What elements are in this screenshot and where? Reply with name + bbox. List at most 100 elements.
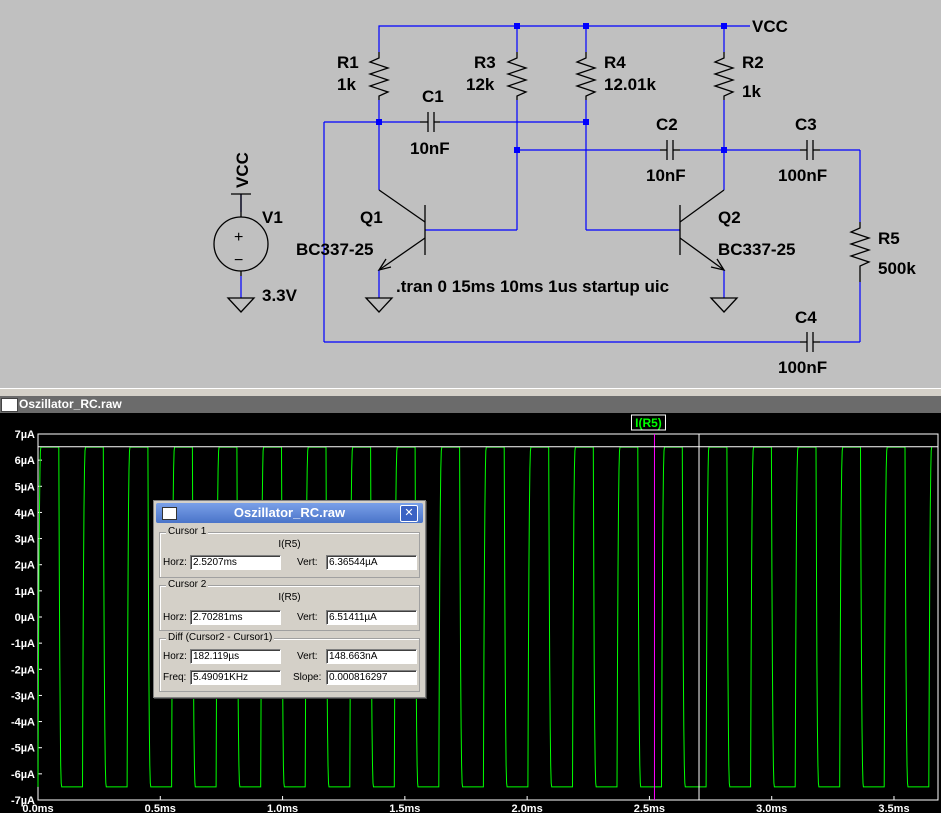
y-tick-label: -4µA xyxy=(11,717,35,729)
y-tick-label: -5µA xyxy=(11,743,35,755)
cursor1-vert-label: Vert: xyxy=(297,557,318,568)
v1-value: 3.3V xyxy=(262,286,298,305)
cursor-dialog-title: Oszillator_RC.raw xyxy=(233,505,346,520)
r1-value: 1k xyxy=(337,75,356,94)
c1-value: 10nF xyxy=(410,139,450,158)
q2-model: BC337-25 xyxy=(718,240,796,259)
junction-dots xyxy=(376,23,727,153)
r2-resistor xyxy=(712,52,736,100)
cursor2-horz-label: Horz: xyxy=(163,612,187,623)
r2-name: R2 xyxy=(742,53,764,72)
cursor2-vert-field[interactable]: 6.51411µA xyxy=(326,610,417,625)
diff-group: Diff (Cursor2 - Cursor1) Horz: 182.119µs… xyxy=(159,632,420,692)
c2-name: C2 xyxy=(656,115,678,134)
diff-legend: Diff (Cursor2 - Cursor1) xyxy=(166,632,275,644)
q2-name: Q2 xyxy=(718,208,741,227)
waveform-titlebar[interactable]: Oszillator_RC.raw xyxy=(0,396,941,413)
y-tick-label: 7µA xyxy=(15,429,35,441)
y-tick-label: 3µA xyxy=(15,534,35,546)
plot-frame xyxy=(37,433,939,801)
c1-name: C1 xyxy=(422,87,444,106)
waveform-window-title: Oszillator_RC.raw xyxy=(19,397,122,411)
r1-name: R1 xyxy=(337,53,359,72)
cursor2-group: Cursor 2 I(R5) Horz: 2.70281ms Vert: 6.5… xyxy=(159,579,420,631)
y-tick-label: 6µA xyxy=(15,455,35,467)
diff-freq-label: Freq: xyxy=(163,672,187,683)
trace-label-text: I(R5) xyxy=(635,416,662,430)
waveform-plot[interactable]: 7µA 6µA 5µA 4µA 3µA 2µA 1µA 0µA -1µA -2µA -3µA -4µA… xyxy=(0,413,941,813)
y-tick-label: -6µA xyxy=(11,769,35,781)
cursor1-group: Cursor 1 I(R5) Horz: 2.5207ms Vert: 6.36… xyxy=(159,526,420,578)
waveform-window-icon xyxy=(1,398,18,412)
y-tick-label: 4µA xyxy=(15,507,35,519)
cursor1-legend: Cursor 1 xyxy=(166,526,209,538)
cursor1-horz-label: Horz: xyxy=(163,557,187,568)
vcc-source-label: VCC xyxy=(233,152,252,188)
wires xyxy=(240,25,861,343)
x-tick-label: 3.5ms xyxy=(878,803,909,813)
cursor2-legend: Cursor 2 xyxy=(166,579,209,591)
c3-name: C3 xyxy=(795,115,817,134)
vcc-label: VCC xyxy=(752,17,788,36)
cursor1-trace: I(R5) xyxy=(278,539,301,550)
x-tick-label: 1.5ms xyxy=(389,803,420,813)
r5-resistor xyxy=(848,222,872,282)
r5-name: R5 xyxy=(878,229,900,248)
cursor2-vert-label: Vert: xyxy=(297,612,318,623)
q1-model: BC337-25 xyxy=(296,240,374,259)
dialog-app-icon xyxy=(162,507,177,520)
r3-name: R3 xyxy=(474,53,496,72)
r5-value: 500k xyxy=(878,259,916,278)
cursor1-vert-field[interactable]: 6.36544µA xyxy=(326,555,417,570)
diff-slope-field[interactable]: 0.000816297 xyxy=(326,670,417,685)
cursor1-horz-field[interactable]: 2.5207ms xyxy=(190,555,281,570)
y-tick-label: -2µA xyxy=(11,664,35,676)
trace-label[interactable]: I(R5) xyxy=(630,414,666,431)
diff-slope-label: Slope: xyxy=(293,672,322,683)
r4-resistor xyxy=(574,52,598,100)
diff-horz-field[interactable]: 182.119µs xyxy=(190,649,281,664)
c2-value: 10nF xyxy=(646,166,686,185)
c3-value: 100nF xyxy=(778,166,827,185)
waveform-viewer[interactable]: Oszillator_RC.raw 7µA 6µA 5µA 4µA 3µA 2µA 1µA 0… xyxy=(0,396,941,813)
x-tick-label: 1.0ms xyxy=(267,803,298,813)
cursor2-trace: I(R5) xyxy=(278,592,301,603)
y-tick-label: 5µA xyxy=(15,481,35,493)
x-tick-label: 2.0ms xyxy=(512,803,543,813)
x-tick-label: 0.0ms xyxy=(22,803,53,813)
schematic-editor[interactable]: VCC VCC R1 1k R3 12k R4 12.01k R2 1k C1 … xyxy=(0,0,941,390)
x-tick-label: 3.0ms xyxy=(756,803,787,813)
cursor2-horz-field[interactable]: 2.70281ms xyxy=(190,610,281,625)
y-tick-label: -1µA xyxy=(11,638,35,650)
r1-resistor xyxy=(367,52,391,100)
r3-value: 12k xyxy=(466,75,495,94)
x-tick-label: 0.5ms xyxy=(145,803,176,813)
y-tick-label: -3µA xyxy=(11,690,35,702)
cursor-dialog-titlebar[interactable]: Oszillator_RC.raw ✕ xyxy=(156,503,423,523)
y-tick-label: 1µA xyxy=(15,586,35,598)
diff-vert-field[interactable]: 148.663nA xyxy=(326,649,417,664)
v1-plus: + xyxy=(234,229,243,246)
close-icon[interactable]: ✕ xyxy=(400,505,418,522)
diff-horz-label: Horz: xyxy=(163,651,187,662)
diff-freq-field[interactable]: 5.49091KHz xyxy=(190,670,281,685)
cursor-dialog[interactable]: Oszillator_RC.raw ✕ Cursor 1 I(R5) Horz:… xyxy=(153,500,426,698)
spice-directive[interactable]: .tran 0 15ms 10ms 1us startup uic xyxy=(396,277,669,296)
x-tick-label: 2.5ms xyxy=(634,803,665,813)
schematic-canvas[interactable]: VCC VCC R1 1k R3 12k R4 12.01k R2 1k C1 … xyxy=(0,0,941,390)
components xyxy=(213,52,872,352)
v1-name: V1 xyxy=(262,208,283,227)
r3-resistor xyxy=(505,52,529,100)
v1-minus: − xyxy=(234,252,243,269)
r4-name: R4 xyxy=(604,53,626,72)
q1-name: Q1 xyxy=(360,208,383,227)
y-tick-label: 0µA xyxy=(15,612,35,624)
diff-vert-label: Vert: xyxy=(297,651,318,662)
y-tick-label: -7µA xyxy=(11,795,35,807)
r4-value: 12.01k xyxy=(604,75,657,94)
r2-value: 1k xyxy=(742,82,761,101)
trace-i-r5 xyxy=(37,446,933,788)
c4-name: C4 xyxy=(795,308,817,327)
y-tick-label: 2µA xyxy=(15,560,35,572)
c4-value: 100nF xyxy=(778,358,827,377)
